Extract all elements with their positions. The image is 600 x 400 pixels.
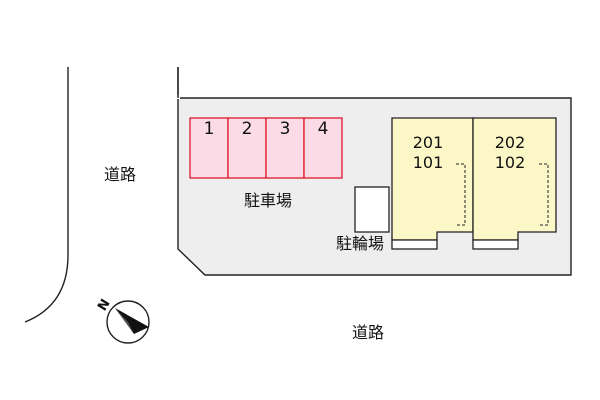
- unit-number-lower: 102: [495, 153, 526, 172]
- unit-number-upper: 201: [413, 133, 444, 152]
- parking-slot: [227, 117, 267, 179]
- building-unit: 201 101: [391, 117, 474, 250]
- compass-icon: N: [95, 297, 150, 344]
- parking-slot-number: 3: [280, 119, 291, 139]
- bicycle-parking-label: 駐輪場: [336, 234, 384, 253]
- parking-label: 駐車場: [244, 191, 292, 210]
- parking-slot-number: 4: [318, 119, 329, 139]
- parking-slot: [265, 117, 305, 179]
- bicycle-parking-box: [354, 186, 390, 233]
- unit-number-lower: 101: [413, 153, 444, 172]
- road-label-bottom: 道路: [352, 323, 384, 342]
- parking-area: 1 2 3 4: [189, 117, 343, 179]
- parking-slot: [303, 117, 343, 179]
- road-label-left: 道路: [104, 165, 136, 184]
- building-unit: 202 102: [472, 117, 557, 250]
- parking-slot-number: 1: [204, 119, 215, 139]
- parking-slot: [189, 117, 229, 179]
- parking-slot-number: 2: [242, 119, 253, 139]
- road-edge-line: [24, 67, 69, 323]
- unit-number-upper: 202: [495, 133, 526, 152]
